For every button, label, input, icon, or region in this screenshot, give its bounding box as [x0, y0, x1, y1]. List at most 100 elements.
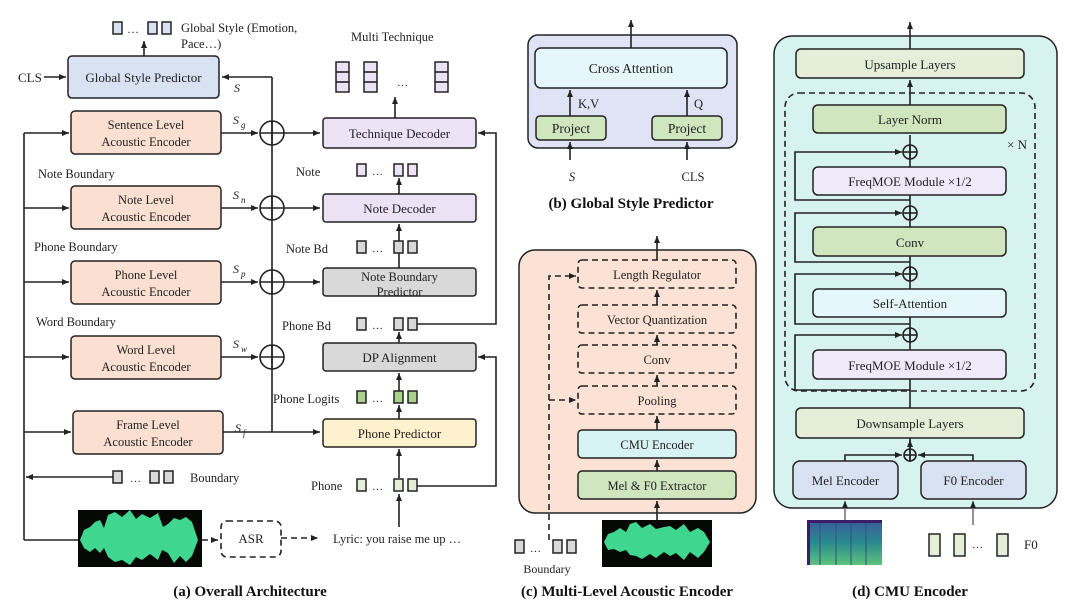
phone-logits-label: Phone Logits [273, 392, 339, 406]
word-boundary-label: Word Boundary [36, 315, 117, 329]
note-decoder-box [322, 193, 477, 223]
global-style-tokens: … [112, 21, 172, 36]
note-tokens: … [356, 163, 418, 178]
svg-text:Mel & F0 Extractor: Mel & F0 Extractor [608, 479, 708, 493]
global-style-label-2: Pace…) [181, 37, 221, 51]
phone-logits-tokens: … [356, 390, 418, 405]
mel-f0-extractor-box [577, 470, 737, 500]
note-label: Note [296, 165, 321, 179]
dp-alignment-box [322, 342, 477, 372]
svg-text:…: … [372, 320, 383, 332]
freqmoe-bottom-box [812, 349, 1007, 380]
phone-label: Phone [311, 479, 343, 493]
cls-input-label: CLS [682, 170, 705, 184]
mel-encoder-box [792, 460, 899, 500]
svg-text:S: S [233, 337, 239, 351]
svg-text:Vector Quantization: Vector Quantization [607, 313, 708, 327]
project-left-box [535, 115, 607, 141]
panel-multi-level-acoustic-encoder: Length Regulator Vector Quantization Con… [514, 236, 757, 600]
svg-text:n: n [241, 195, 246, 205]
panel-global-style-predictor: Cross Attention K,V Q Project Project S … [527, 20, 738, 212]
encoder-sentence: Sentence Level Acoustic Encoder S g [24, 110, 258, 155]
svg-text:…: … [530, 543, 541, 555]
svg-text:FreqMOE Module ×1/2: FreqMOE Module ×1/2 [848, 174, 972, 189]
f0-encoder-box [920, 460, 1027, 500]
s-input-label: S [569, 170, 576, 184]
freqmoe-top-box [812, 166, 1007, 196]
asr-label: ASR [238, 531, 264, 546]
phone-bd-tokens: … [356, 317, 418, 332]
note-boundary-predictor-box [322, 267, 477, 297]
lyric-label: Lyric: you raise me up … [333, 532, 461, 546]
f0-label: F0 [1024, 537, 1038, 552]
times-n-label: × N [1007, 137, 1028, 152]
svg-text:Mel Encoder: Mel Encoder [812, 473, 880, 488]
svg-text:Acoustic Encoder: Acoustic Encoder [101, 135, 191, 149]
svg-text:Word Level: Word Level [116, 343, 176, 357]
panel-cmu-encoder: Upsample Layers × N Layer Norm FreqMOE M… [773, 22, 1058, 600]
mel-spectrogram-image [807, 520, 882, 565]
encoder-frame: Frame Level Acoustic Encoder S f [24, 410, 320, 455]
cls-label: CLS [18, 70, 42, 85]
svg-text:w: w [241, 344, 247, 354]
svg-text:CMU Encoder: CMU Encoder [620, 438, 694, 452]
dp-alignment-label: DP Alignment [362, 350, 437, 365]
svg-text:Length Regulator: Length Regulator [613, 268, 702, 282]
svg-text:Frame Level: Frame Level [116, 418, 180, 432]
svg-text:Note Level: Note Level [118, 193, 174, 207]
svg-text:Conv: Conv [643, 353, 671, 367]
waveform-image-c [602, 520, 712, 567]
svg-text:Phone Level: Phone Level [115, 268, 178, 282]
svg-text:Pooling: Pooling [638, 394, 678, 408]
svg-text:Acoustic Encoder: Acoustic Encoder [101, 210, 191, 224]
multi-technique-label: Multi Technique [351, 30, 434, 44]
svg-text:S: S [233, 113, 239, 127]
global-style-predictor-box [67, 55, 220, 99]
technique-decoder-label: Technique Decoder [349, 126, 451, 141]
downsample-layers-box [795, 407, 1025, 439]
boundary-label: Boundary [190, 471, 240, 485]
encoder-phone: Phone Level Acoustic Encoder S p [24, 260, 258, 305]
panel-overall-architecture: … Global Style (Emotion, Pace…) CLS Glob… [18, 21, 497, 600]
project-right-box [651, 115, 723, 141]
svg-text:FreqMOE Module ×1/2: FreqMOE Module ×1/2 [848, 358, 972, 373]
svg-text:…: … [397, 77, 408, 89]
phone-predictor-box [322, 418, 477, 448]
svg-text:…: … [372, 166, 383, 178]
svg-text:Acoustic Encoder: Acoustic Encoder [101, 285, 191, 299]
upsample-layers-box [795, 48, 1025, 79]
svg-text:…: … [372, 481, 383, 493]
note-bd-label: Note Bd [286, 242, 329, 256]
svg-text:p: p [240, 269, 246, 279]
svg-text:…: … [372, 243, 383, 255]
s-label: S [234, 81, 240, 95]
self-attention-box [812, 288, 1007, 318]
cross-attention-box [534, 47, 728, 89]
svg-text:Predictor: Predictor [377, 285, 424, 299]
svg-text:Upsample Layers: Upsample Layers [864, 57, 955, 72]
vector-quantization-box [577, 304, 737, 334]
global-style-label: Global Style (Emotion, [181, 21, 297, 35]
svg-text:Project: Project [668, 121, 706, 136]
pooling-box [577, 385, 737, 415]
caption-b: (b) Global Style Predictor [548, 196, 713, 212]
svg-text:Acoustic Encoder: Acoustic Encoder [101, 360, 191, 374]
encoder-word: Word Level Acoustic Encoder S w [24, 335, 258, 380]
svg-text:F0 Encoder: F0 Encoder [943, 473, 1004, 488]
conv-box-d [812, 226, 1007, 257]
boundary-tokens-c: … [514, 539, 577, 555]
note-decoder-label: Note Decoder [363, 201, 436, 216]
boundary-tokens: … [112, 470, 174, 485]
caption-c: (c) Multi-Level Acoustic Encoder [521, 584, 733, 600]
svg-text:Sentence Level: Sentence Level [108, 118, 185, 132]
svg-text:Note Boundary: Note Boundary [361, 270, 438, 284]
cmu-encoder-box [577, 429, 737, 459]
svg-text:Acoustic Encoder: Acoustic Encoder [103, 435, 193, 449]
cross-attention-label: Cross Attention [589, 61, 674, 76]
conv-box-c [577, 344, 737, 374]
phone-predictor-label: Phone Predictor [358, 426, 442, 441]
svg-text:g: g [241, 120, 246, 130]
svg-text:S: S [235, 421, 241, 435]
svg-text:S: S [233, 262, 239, 276]
